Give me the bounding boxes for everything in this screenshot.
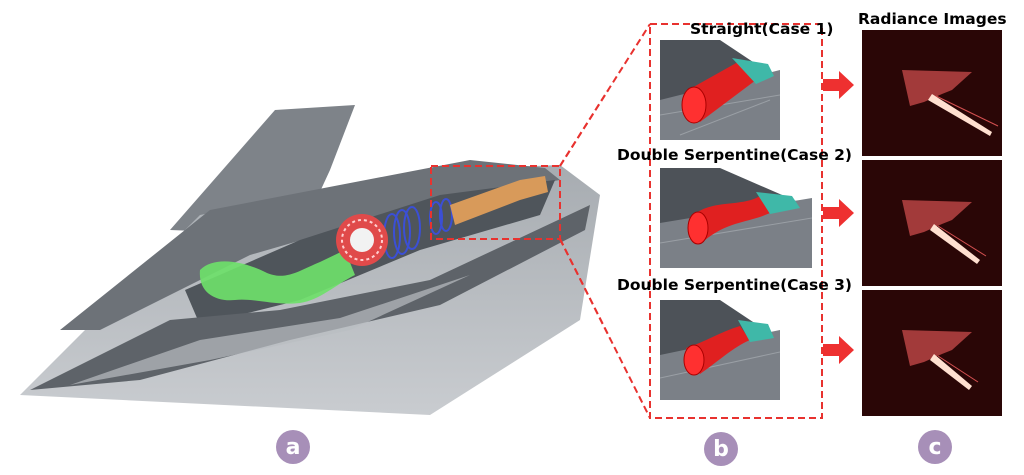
arrow-right-icon [823, 71, 854, 99]
nozzle-model-image-case-3 [660, 300, 780, 400]
case-1-title: Straight(Case 1) [690, 20, 834, 38]
arrow-right-icon [823, 336, 854, 364]
nozzle-model-image-case-1 [660, 40, 780, 140]
radiance-image-case-2 [862, 160, 1002, 286]
radiance-image-case-3 [862, 290, 1002, 416]
radiance-image-case-1 [862, 30, 1002, 156]
nozzle-model-image-case-2 [660, 168, 812, 268]
case-3-title: Double Serpentine(Case 3) [617, 276, 853, 294]
panel-label-b: b [704, 432, 738, 466]
panel-label-a: a [276, 430, 310, 464]
radiance-images-title: Radiance Images [858, 10, 1007, 28]
panel-label-c: c [918, 430, 952, 464]
arrow-right-icon [823, 199, 854, 227]
case-2-title: Double Serpentine(Case 2) [617, 146, 853, 164]
aircraft-cutaway-image [20, 90, 610, 415]
